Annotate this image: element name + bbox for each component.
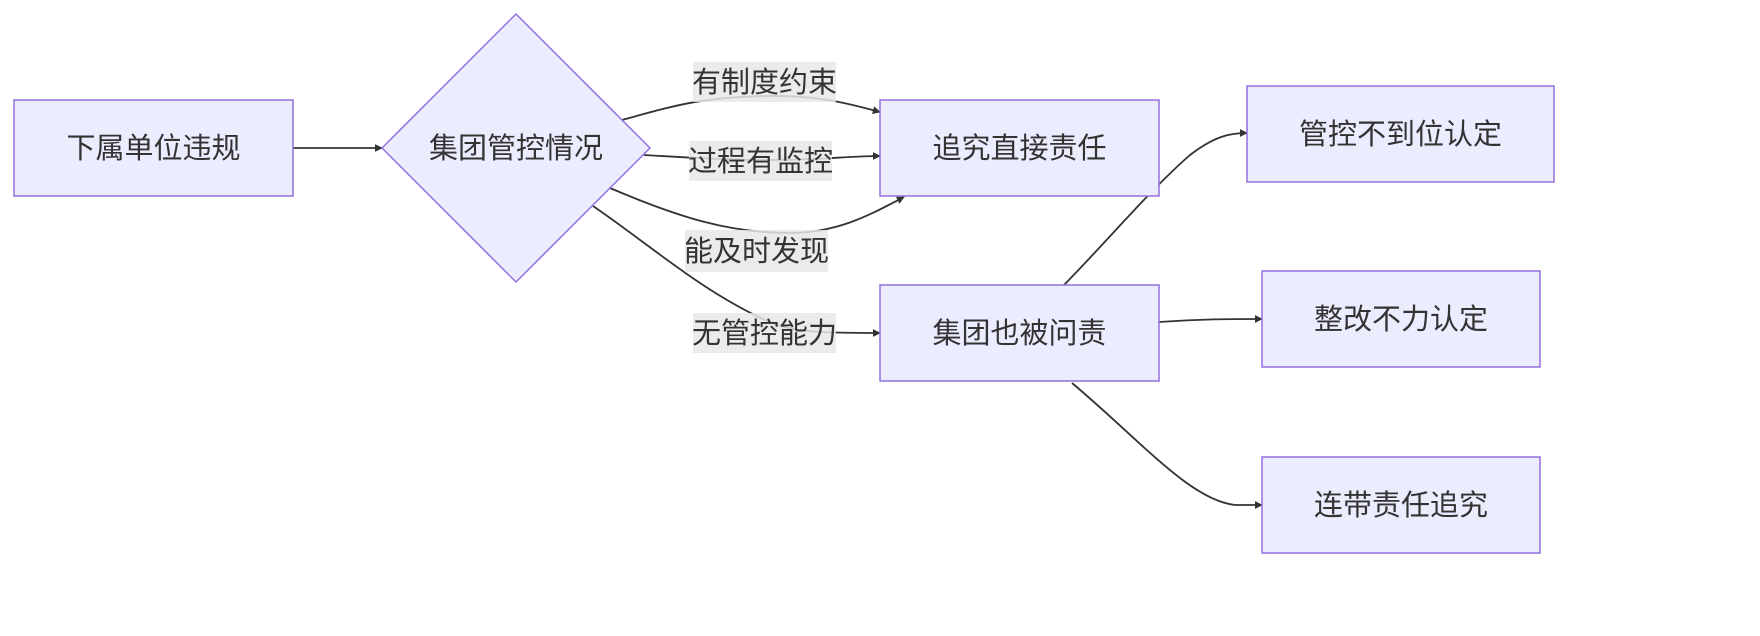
- edge-label-detect-bg: [685, 230, 828, 272]
- edge-label-rules-bg: [693, 62, 836, 102]
- edge-label-nocontrol-bg: [693, 313, 836, 353]
- node-violation[interactable]: 下属单位违规: [13, 99, 294, 197]
- node-control-diamond: [380, 12, 652, 284]
- node-rectify-label: 整改不力认定: [1314, 302, 1488, 336]
- node-direct[interactable]: 追究直接责任: [879, 99, 1160, 197]
- node-violation-box: [13, 99, 294, 197]
- node-direct-box: [879, 99, 1160, 197]
- edge-accountable-to-rectify: [1158, 315, 1263, 324]
- node-joint-label: 连带责任追究: [1314, 488, 1488, 522]
- node-direct-label: 追究直接责任: [932, 131, 1106, 165]
- edge-label-detect: 能及时发现: [684, 230, 829, 272]
- edge-labels: 有制度约束 过程有监控 能及时发现 无管控能力: [684, 62, 837, 353]
- edge-accountable-to-joint: [1071, 382, 1263, 509]
- node-accountable-label: 集团也被问责: [932, 316, 1106, 350]
- edge-label-detect-text: 能及时发现: [684, 234, 829, 268]
- nodes: 下属单位违规 集团管控情况 追究直接责任 集团也被问责 管控不到位认定 整改不力…: [13, 12, 1555, 554]
- node-joint[interactable]: 连带责任追究: [1261, 456, 1541, 554]
- edge-label-monitor: 过程有监控: [688, 141, 833, 181]
- node-rectify-box: [1261, 270, 1541, 368]
- node-accountable[interactable]: 集团也被问责: [879, 284, 1160, 382]
- edge-label-rules-text: 有制度约束: [692, 65, 837, 99]
- node-joint-box: [1261, 456, 1541, 554]
- edge-label-monitor-bg: [689, 141, 832, 181]
- node-ineffective-box: [1246, 85, 1555, 183]
- node-rectify[interactable]: 整改不力认定: [1261, 270, 1541, 368]
- node-accountable-box: [879, 284, 1160, 382]
- node-control-decision[interactable]: 集团管控情况: [380, 12, 652, 284]
- node-ineffective-label: 管控不到位认定: [1299, 117, 1502, 151]
- edge-label-nocontrol-text: 无管控能力: [692, 316, 837, 350]
- edge-label-monitor-text: 过程有监控: [688, 144, 833, 178]
- node-violation-label: 下属单位违规: [66, 131, 240, 165]
- edge-label-nocontrol: 无管控能力: [692, 313, 837, 353]
- edge-accountable-to-ineffective: [1063, 129, 1248, 286]
- node-ineffective[interactable]: 管控不到位认定: [1246, 85, 1555, 183]
- edge-label-rules: 有制度约束: [692, 62, 837, 102]
- node-control-label: 集团管控情况: [429, 131, 603, 165]
- edge-control-to-direct-detect: [609, 187, 905, 234]
